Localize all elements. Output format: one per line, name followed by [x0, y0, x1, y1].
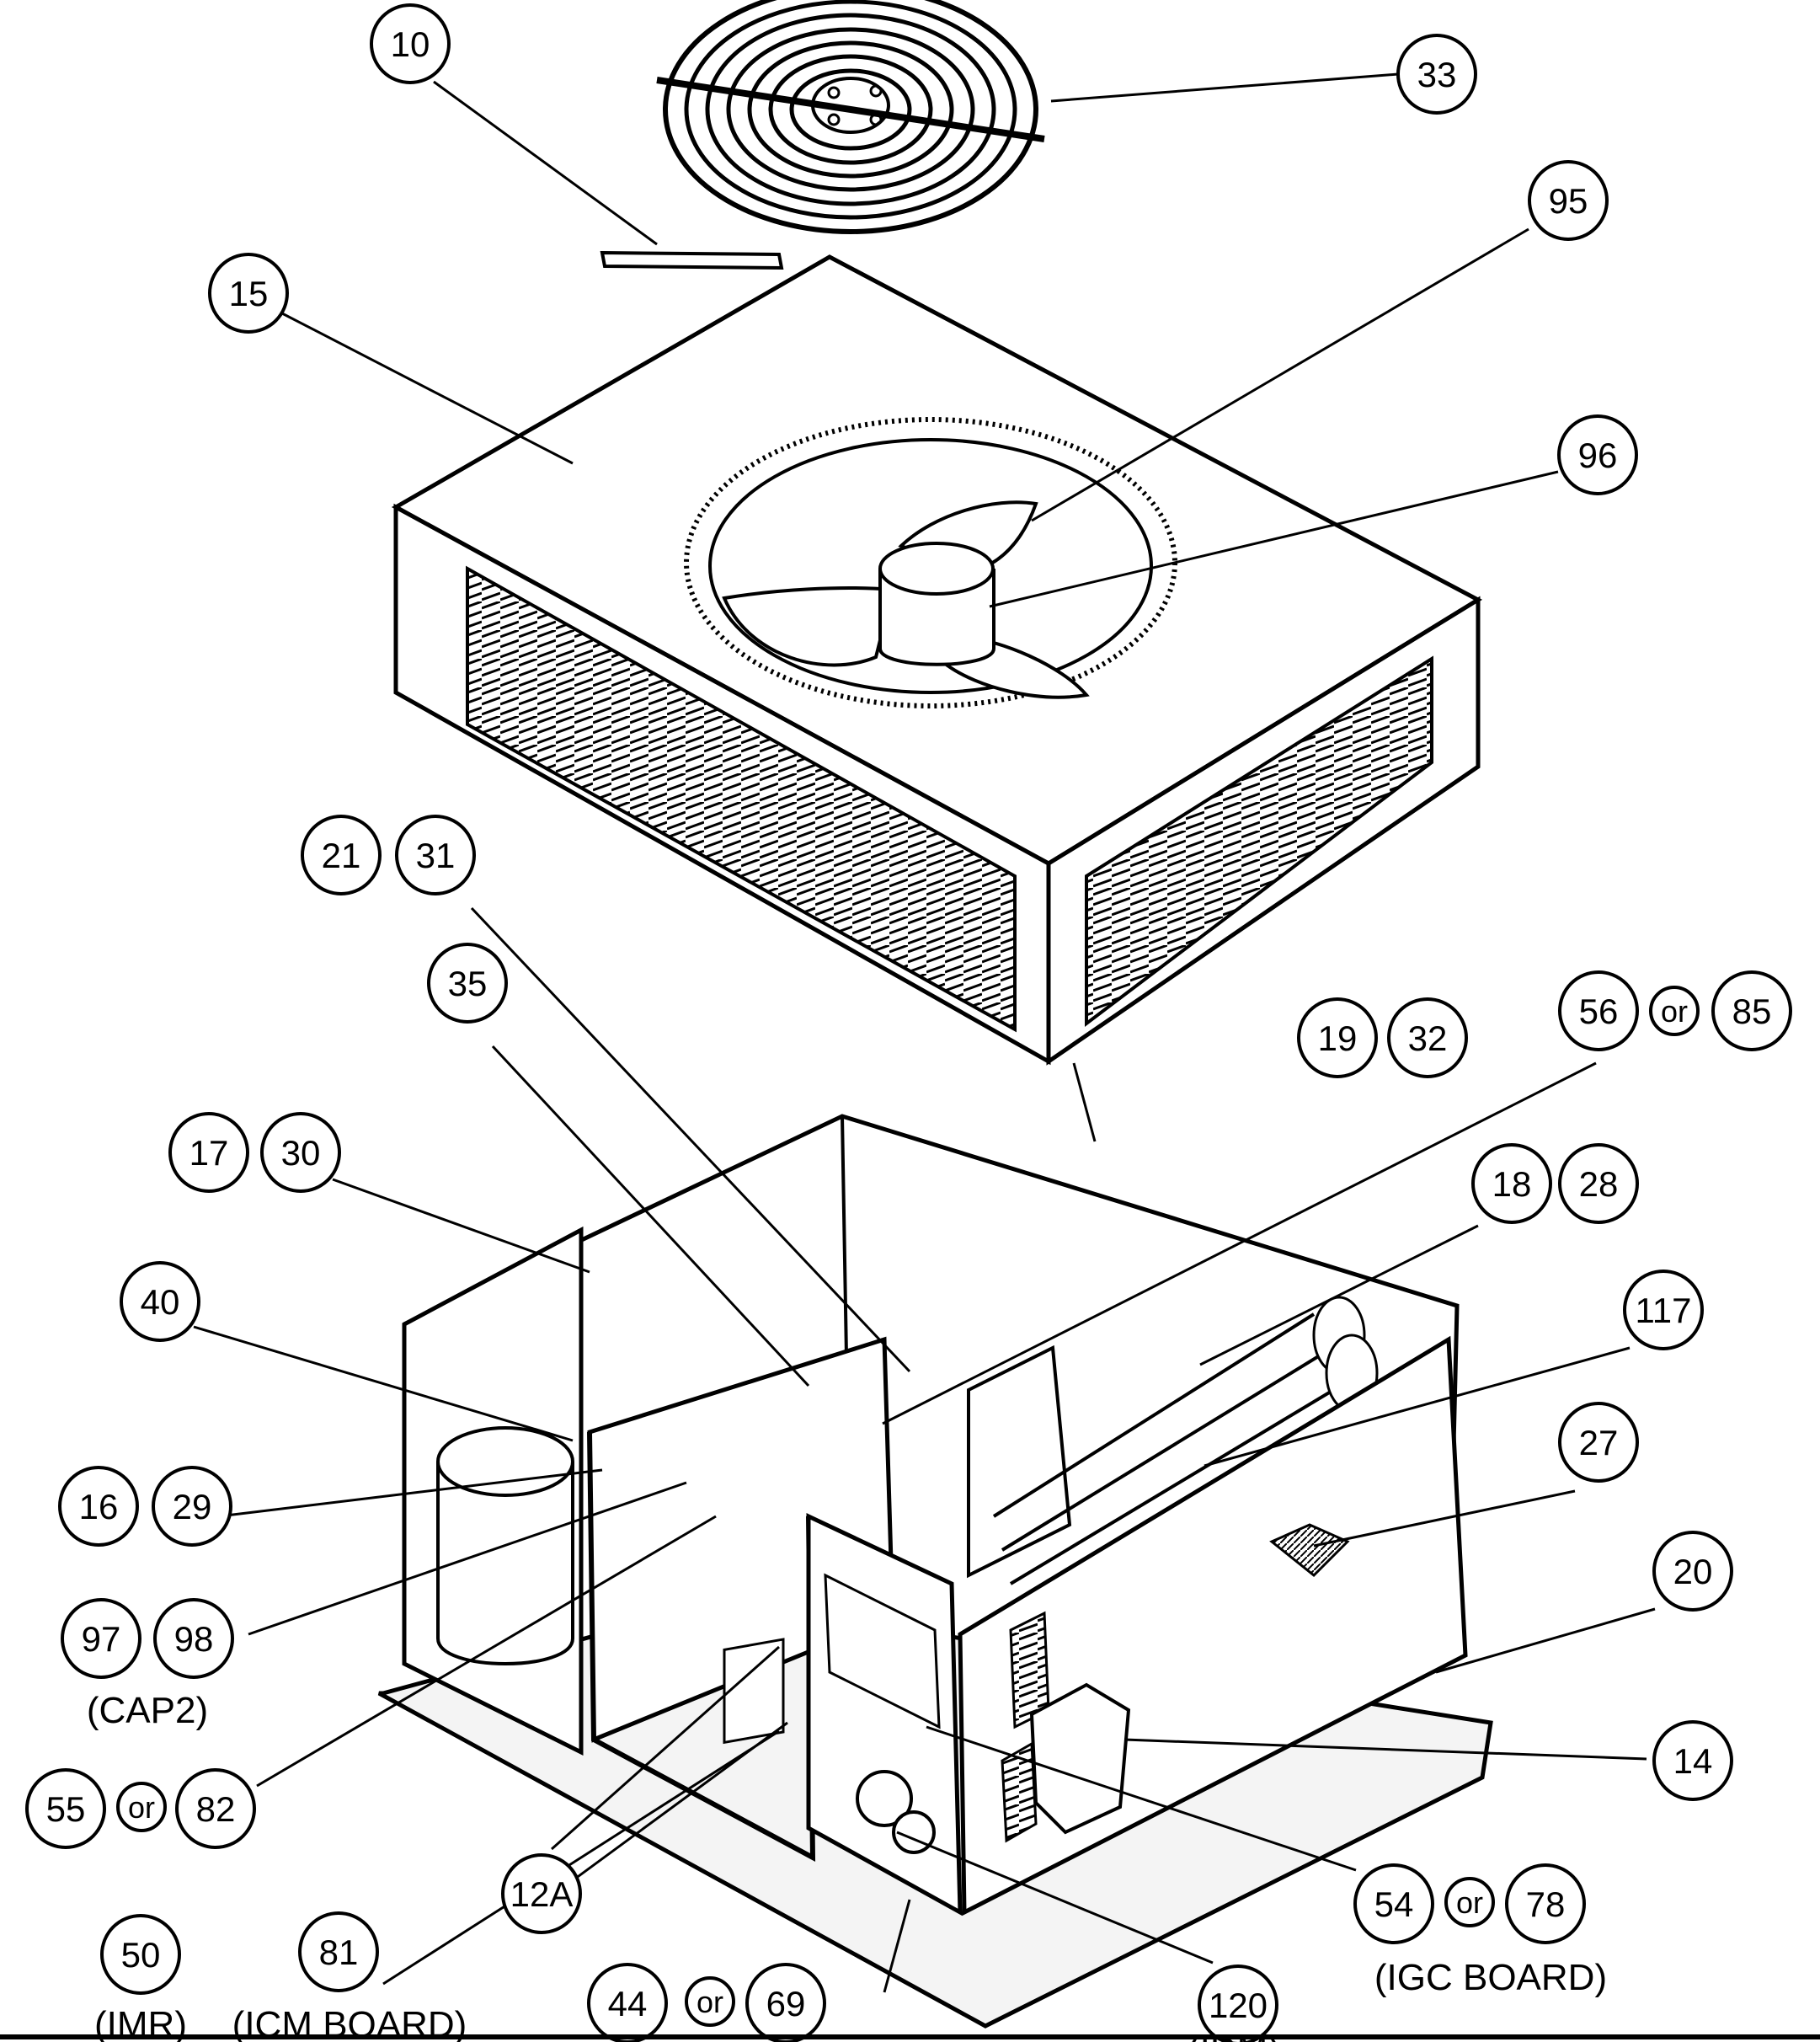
callout-31: 31: [416, 836, 456, 875]
fan-grille: [656, 0, 1045, 234]
callout-21: 21: [322, 836, 361, 875]
callout-69: 69: [766, 1984, 806, 2023]
callout-28: 28: [1579, 1164, 1619, 1204]
callout-30: 30: [281, 1133, 321, 1173]
callout-40: 40: [141, 1282, 180, 1322]
callout-17: 17: [189, 1133, 229, 1173]
callout-14: 14: [1673, 1741, 1713, 1781]
callout-82: 82: [196, 1789, 236, 1829]
callout-35: 35: [448, 964, 488, 1003]
callout-54-or: or: [1456, 1885, 1483, 1920]
top-cover: [391, 254, 1483, 1066]
callout-50: 50: [121, 1935, 161, 1975]
callout-10: 10: [391, 24, 430, 64]
callout-95: 95: [1549, 181, 1588, 221]
leader-lines: [193, 72, 1656, 1993]
callout-16: 16: [79, 1487, 119, 1526]
callout-15: 15: [229, 274, 269, 313]
callout-bubbles: [25, 3, 1792, 2042]
callout-12A: 12A: [510, 1874, 574, 1914]
callout-55: 55: [46, 1789, 86, 1829]
callout-55-or: or: [128, 1790, 155, 1825]
guard-strip: [600, 250, 784, 270]
callout-117: 117: [1636, 1291, 1692, 1330]
callout-18: 18: [1492, 1164, 1532, 1204]
callout-29: 29: [173, 1487, 212, 1526]
callout-81: 81: [319, 1932, 359, 1972]
callout-98: 98: [174, 1619, 214, 1659]
callout-78: 78: [1526, 1884, 1566, 1924]
callout-44: 44: [608, 1984, 648, 2023]
callout-labels: 10 33 95 15 96 21 31 35 19 32 56 or 85 1…: [46, 24, 1772, 2025]
callout-19: 19: [1318, 1018, 1358, 1058]
callout-20: 20: [1673, 1552, 1713, 1591]
callout-120: 120: [1209, 1986, 1268, 2025]
caption-igc-board: (IGC BOARD): [1374, 1957, 1607, 1998]
callout-32: 32: [1408, 1018, 1448, 1058]
caption-cap2: (CAP2): [87, 1690, 208, 1731]
callout-33: 33: [1417, 55, 1457, 94]
callout-97: 97: [82, 1619, 121, 1659]
callout-96: 96: [1578, 436, 1618, 475]
callout-85: 85: [1732, 992, 1772, 1031]
callout-56-or: or: [1661, 994, 1688, 1029]
callout-27: 27: [1579, 1423, 1619, 1462]
callout-54: 54: [1374, 1884, 1414, 1924]
callout-56: 56: [1579, 992, 1619, 1031]
callout-44-or: or: [697, 1985, 723, 2019]
